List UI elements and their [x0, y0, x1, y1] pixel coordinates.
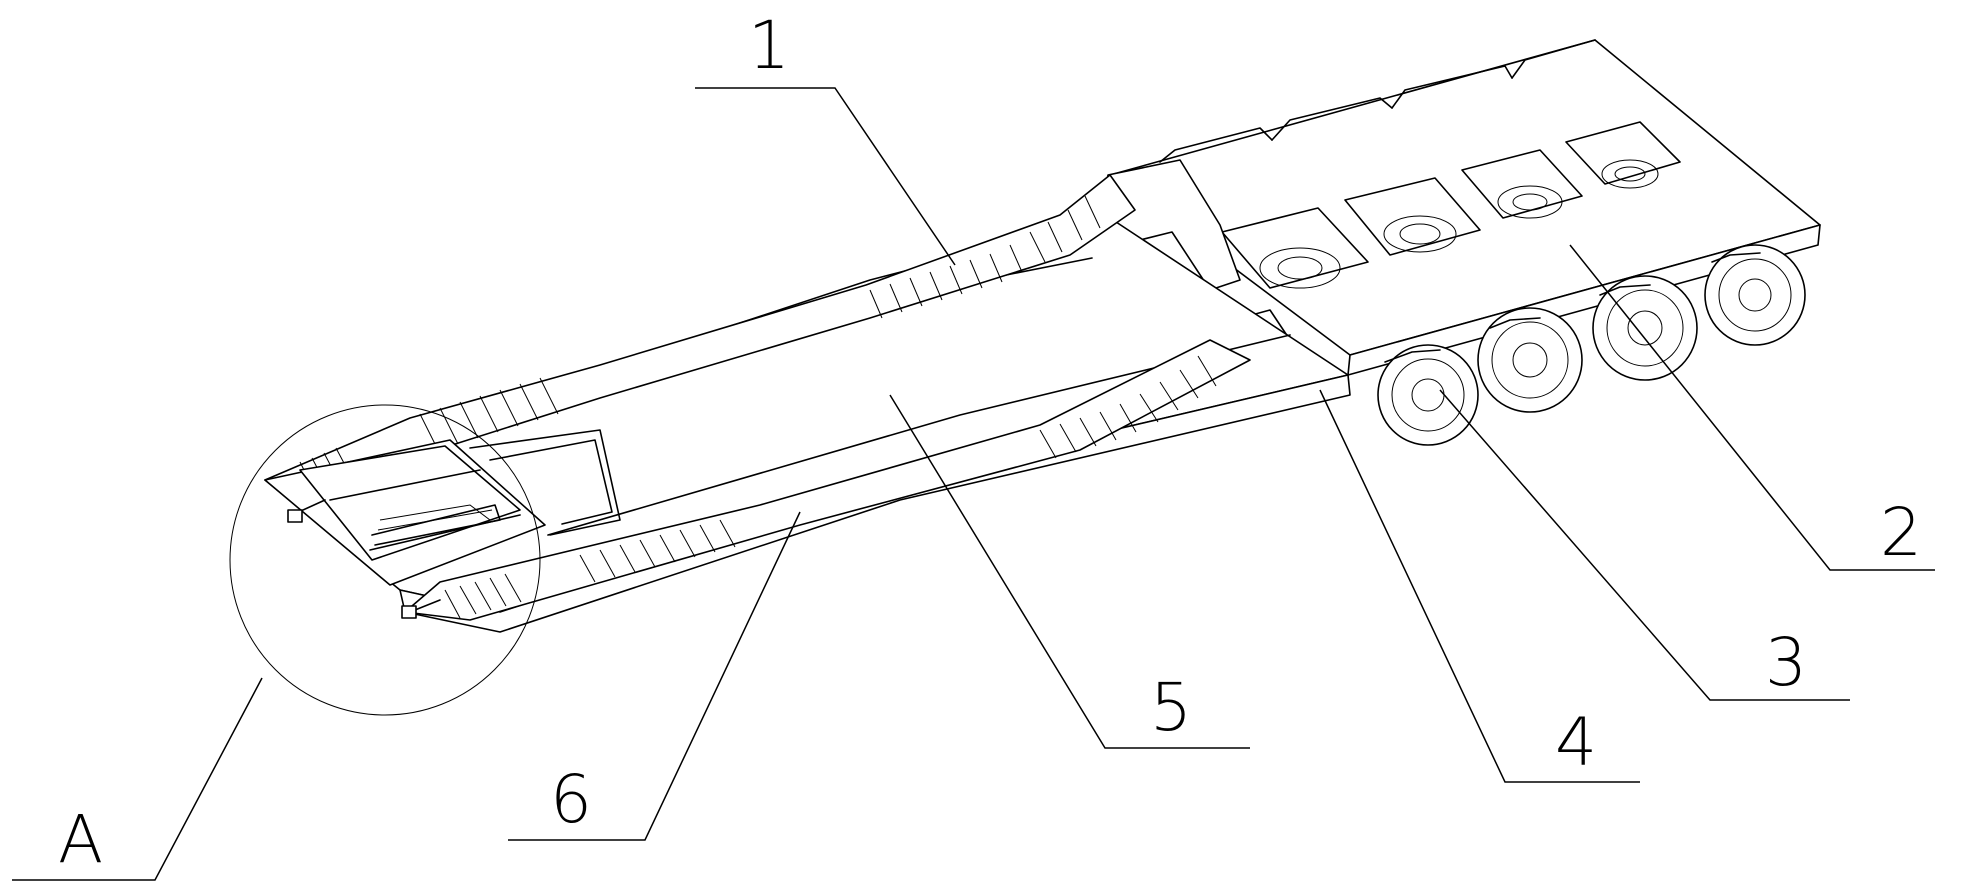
well-wheels	[1259, 159, 1659, 289]
label-3: 3	[1765, 624, 1807, 701]
rear-deck	[1099, 39, 1821, 376]
label-a: A	[58, 801, 103, 878]
part-labels: 1 2 3 4 5 6 A	[58, 7, 1922, 878]
label-1: 1	[748, 7, 790, 84]
near-side-rail	[404, 339, 1251, 621]
label-5: 5	[1150, 669, 1192, 746]
label-4: 4	[1555, 704, 1597, 781]
leader-lines	[12, 87, 1935, 881]
front-ramp-region	[229, 404, 621, 716]
detail-circle-a	[229, 404, 541, 716]
label-2: 2	[1880, 494, 1922, 571]
wheel-set	[1377, 244, 1806, 446]
label-6: 6	[550, 761, 592, 838]
